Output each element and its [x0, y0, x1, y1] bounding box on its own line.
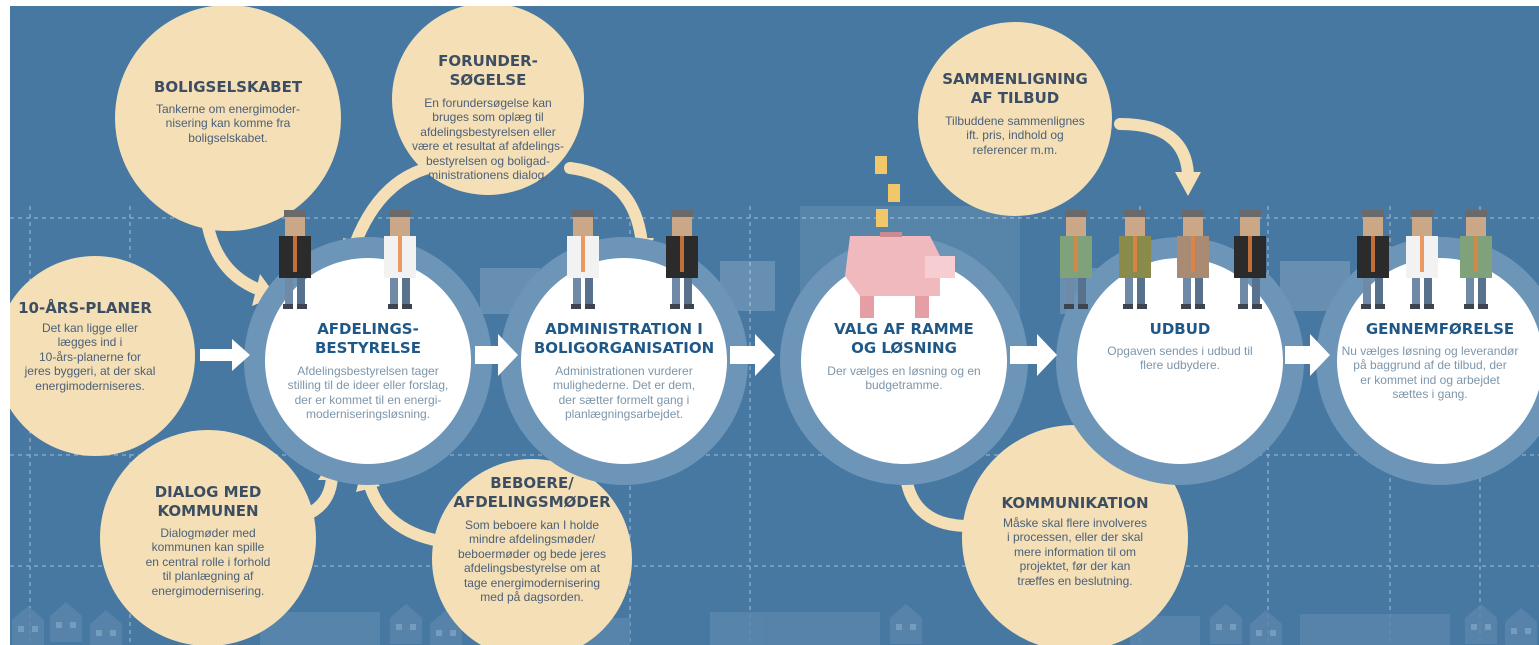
input-bubbles — [10, 6, 1188, 645]
note-text: Tankerne om energimoder- nisering kan ko… — [155, 102, 301, 145]
note-title: BOLIGSELSKABET — [153, 78, 303, 96]
note-text: Tilbuddene sammenlignes ift. pris, indho… — [945, 114, 1085, 157]
note-title: BEBOERE/ AFDELINGSMØDER — [453, 474, 611, 511]
note-text: Måske skal flere involveres i processen,… — [1002, 516, 1148, 588]
step-text: Administrationen vurderer mulighederne. … — [552, 364, 696, 422]
coin-icon — [875, 156, 900, 227]
process-diagram: AFDELINGS- BESTYRELSE Afdelingsbestyrels… — [10, 6, 1539, 645]
step-title: ADMINISTRATION I BOLIGORGANISATION — [533, 320, 715, 357]
step-title: GENNEMFØRELSE — [1365, 320, 1515, 338]
step-title: AFDELINGS- BESTYRELSE — [315, 320, 421, 357]
note-text: Det kan ligge eller lægges ind i 10-års-… — [24, 321, 156, 393]
step-text: Opgaven sendes i udbud til flere udbyder… — [1107, 344, 1253, 373]
step-circles — [265, 258, 1539, 464]
note-text: Dialogmøder med kommunen kan spille en c… — [145, 526, 271, 598]
step-title: UDBUD — [1149, 320, 1211, 338]
note-title: FORUNDER- SØGELSE — [438, 52, 538, 89]
arrow-icon — [200, 334, 1330, 376]
note-text: En forundersøgelse kan bruges som oplæg … — [411, 96, 565, 182]
note-title: DIALOG MED KOMMUNEN — [154, 483, 262, 520]
note-title: 10-ÅRS-PLANER — [18, 299, 152, 317]
diagram-graphics — [10, 6, 1539, 645]
step-title: VALG AF RAMME OG LØSNING — [834, 320, 974, 357]
note-title: SAMMENLIGNING AF TILBUD — [942, 70, 1088, 107]
piggy-bank-icon — [845, 232, 955, 318]
note-text: Som beboere kan I holde mindre afdelings… — [457, 518, 607, 604]
step-text: Afdelingsbestyrelsen tager stilling til … — [287, 364, 449, 422]
step-text: Nu vælges løsning og leverandør på baggr… — [1341, 344, 1519, 402]
step-text: Der vælges en løsning og en budgetramme. — [827, 364, 981, 393]
note-title: KOMMUNIKATION — [1001, 494, 1149, 512]
